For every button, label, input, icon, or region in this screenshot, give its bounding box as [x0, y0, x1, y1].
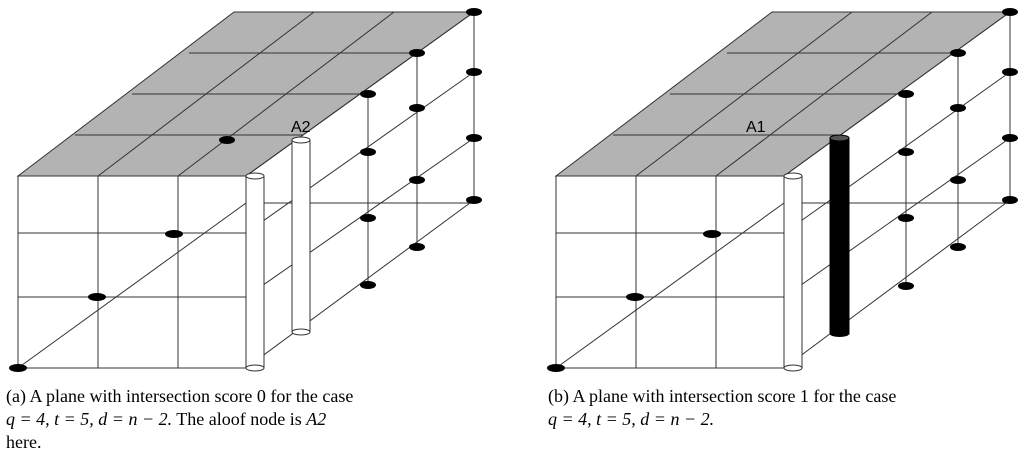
- panel-a: A2 (a) A plane with intersection score 0…: [0, 0, 500, 466]
- nodes: [547, 8, 1018, 372]
- caption-a-node: A2: [306, 409, 327, 429]
- right-face-grid: [555, 11, 1011, 369]
- front-face-grid: [556, 176, 784, 368]
- diagram-a: A2: [9, 8, 482, 372]
- corner-pillar: [245, 172, 265, 372]
- caption-b: (b) A plane with intersection score 1 fo…: [548, 385, 1028, 431]
- front-face-grid: [18, 176, 246, 368]
- node-label-a1: A1: [746, 119, 766, 136]
- nodes: [9, 8, 482, 372]
- highlight-pillar-a1: [829, 134, 850, 337]
- diagram-b: A1: [547, 8, 1018, 372]
- top-face-grid: [75, 11, 417, 177]
- caption-a-prefix: (a) A plane with intersection score 0 fo…: [6, 386, 354, 406]
- panel-b: A1 (b) A plane with intersection score 1…: [540, 0, 1028, 466]
- corner-pillar: [783, 172, 803, 372]
- caption-a-suffix: The aloof node is: [176, 409, 302, 429]
- front-face: [555, 175, 785, 369]
- caption-a-end: here.: [6, 432, 42, 452]
- aloof-node-pillar-a2: [291, 136, 311, 336]
- front-face: [17, 175, 247, 369]
- top-face-grid: [613, 11, 955, 177]
- caption-b-math: q = 4, t = 5, d = n − 2.: [548, 409, 715, 429]
- caption-a-math: q = 4, t = 5, d = n − 2.: [6, 409, 173, 429]
- caption-b-prefix: (b) A plane with intersection score 1 fo…: [548, 386, 897, 406]
- node-label-a2: A2: [291, 119, 311, 136]
- caption-a: (a) A plane with intersection score 0 fo…: [6, 385, 496, 454]
